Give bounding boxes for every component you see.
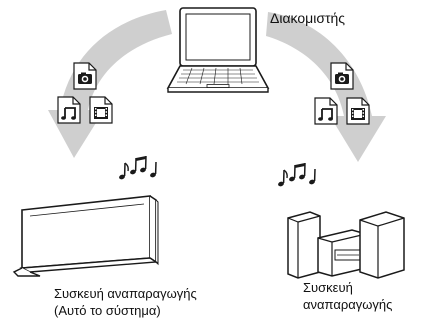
- video-file-icon: [89, 96, 113, 124]
- arrow-to-right-player: [266, 12, 386, 162]
- video-file-icon: [346, 97, 370, 125]
- right-player-label-line2: αναπαραγωγής: [303, 297, 393, 312]
- music-notes-icon: [117, 155, 158, 181]
- music-notes-icon: [276, 162, 317, 188]
- flat-speaker-system-icon: [12, 195, 159, 277]
- music-file-icon: [57, 96, 81, 124]
- left-player-label-line1: Συσκευή αναπαραγωγής: [54, 286, 197, 301]
- photo-file-icon: [73, 62, 97, 90]
- server-label: Διακομιστής: [270, 10, 346, 26]
- arrow-to-left-player: [48, 10, 172, 158]
- right-player-label-line1: Συσκευή: [303, 280, 353, 295]
- music-file-icon: [314, 97, 338, 125]
- left-player-label-line2: (Αυτό το σύστημα): [54, 303, 161, 318]
- photo-file-icon: [330, 62, 354, 90]
- stereo-system-icon: [287, 211, 405, 279]
- laptop-icon: [166, 7, 270, 93]
